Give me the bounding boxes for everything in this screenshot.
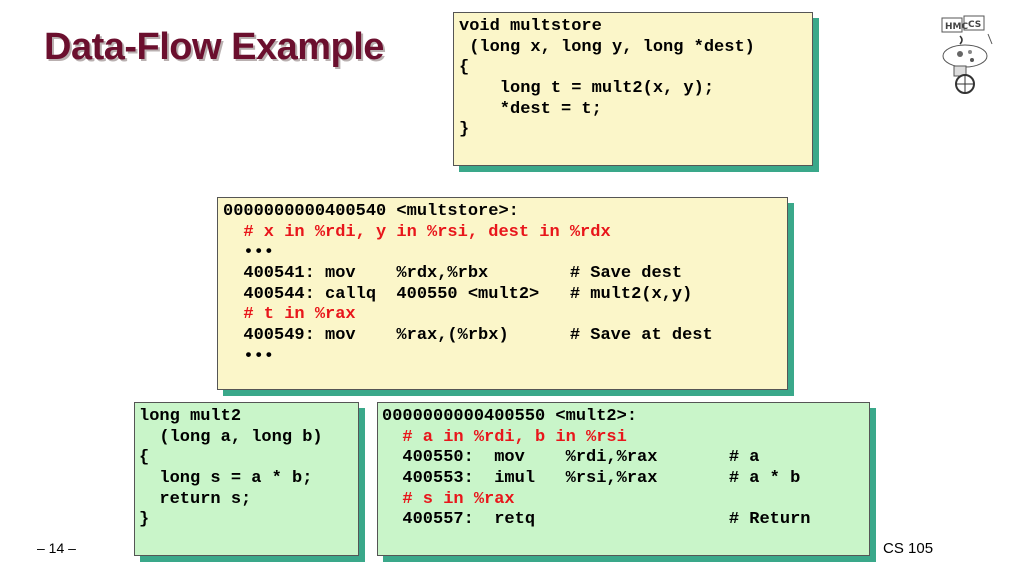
- code-line: }: [139, 510, 150, 530]
- code-line: 0000000000400540 <multstore>:: [223, 202, 519, 221]
- code-line: void multstore: [459, 17, 602, 36]
- asm-mult2-box: 0000000000400550 <mult2>: # a in %rdi, b…: [377, 402, 870, 556]
- code-comment-line: # s in %rax: [382, 489, 515, 509]
- code-line: {: [139, 448, 150, 468]
- source-mult2-box: long mult2 (long a, long b){ long s = a …: [134, 402, 359, 556]
- code-line: 400544: callq 400550 <mult2> # mult2(x,y…: [223, 284, 693, 304]
- code-line: *dest = t;: [459, 99, 602, 119]
- code-line: 400553: imul %rsi,%rax # a * b: [382, 469, 801, 489]
- code-comment-line: # a in %rdi, b in %rsi: [382, 427, 627, 447]
- hmc-cs-robot-icon: HMC CS: [932, 14, 994, 96]
- slide-title: Data-Flow Example: [44, 26, 384, 68]
- logo-label-cs: CS: [968, 20, 981, 30]
- source-multstore-box: void multstore (long x, long y, long *de…: [453, 12, 813, 166]
- logo-label-hmc: HMC: [945, 22, 968, 32]
- code-line: long t = mult2(x, y);: [459, 79, 715, 99]
- code-line: 400557: retq # Return: [382, 510, 811, 530]
- code-comment-line: # t in %rax: [223, 305, 356, 325]
- code-line: }: [459, 120, 470, 140]
- code-line: 400550: mov %rdi,%rax # a: [382, 448, 760, 468]
- code-line: {: [459, 58, 470, 78]
- code-line: 400549: mov %rax,(%rbx) # Save at dest: [223, 326, 713, 346]
- code-comment-line: # x in %rdi, y in %rsi, dest in %rdx: [223, 222, 611, 242]
- code-line: (long x, long y, long *dest): [459, 37, 755, 57]
- code-line: •••: [223, 346, 275, 366]
- asm-multstore-box: 0000000000400540 <multstore>: # x in %rd…: [217, 197, 788, 390]
- code-line: long mult2: [139, 407, 242, 426]
- code-line: 0000000000400550 <mult2>:: [382, 407, 638, 426]
- code-line: return s;: [139, 489, 252, 509]
- code-line: •••: [223, 243, 275, 263]
- page-number: – 14 –: [37, 540, 76, 556]
- code-line: long s = a * b;: [139, 469, 313, 489]
- code-line: 400541: mov %rdx,%rbx # Save dest: [223, 264, 683, 284]
- code-line: (long a, long b): [139, 427, 323, 447]
- course-label: CS 105: [883, 540, 934, 557]
